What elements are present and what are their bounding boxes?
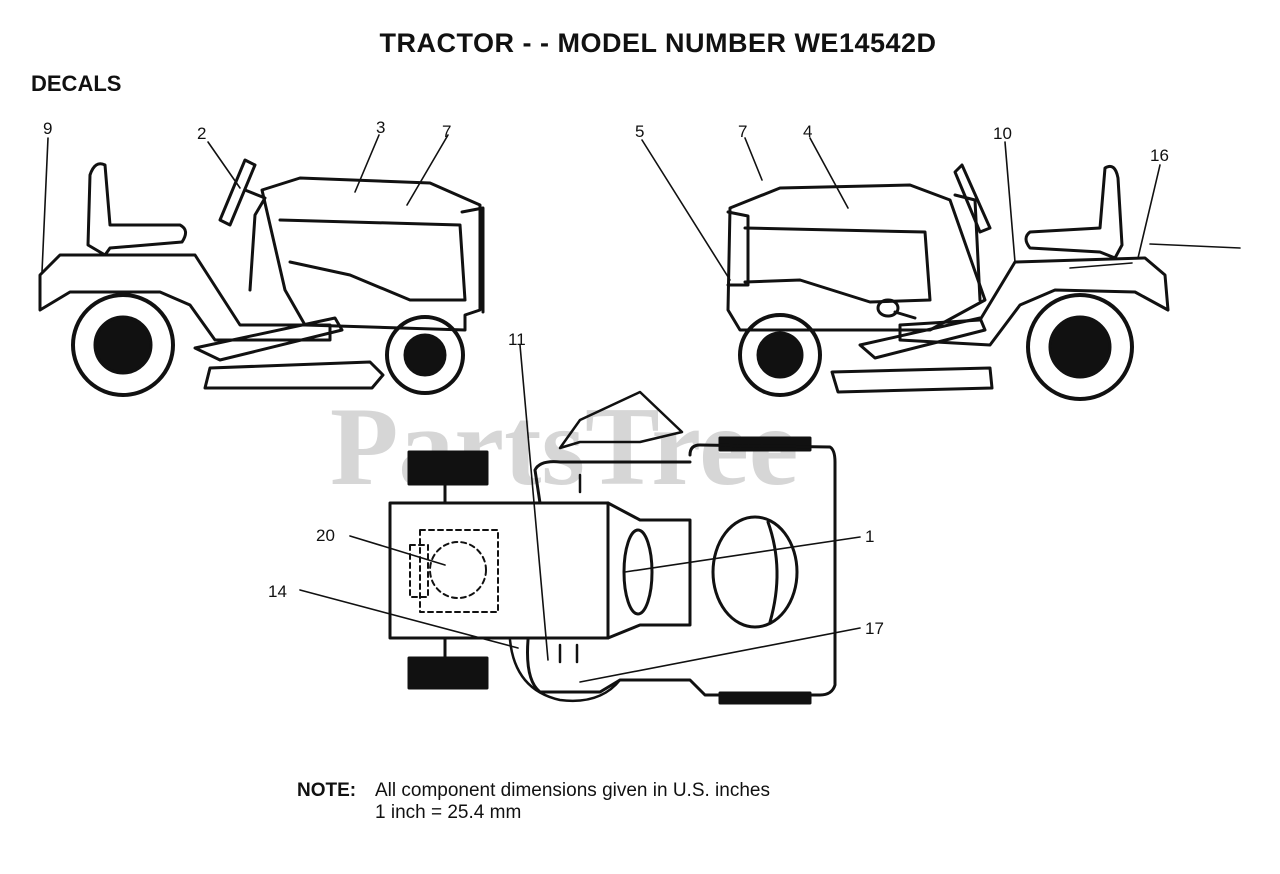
right-deck — [830, 366, 994, 394]
left-front-wheel — [385, 315, 465, 395]
left-steering-column — [243, 188, 267, 292]
tractor-top-view — [388, 390, 837, 705]
right-lever — [876, 298, 900, 318]
top-dash — [606, 501, 692, 640]
right-hood-panel — [743, 226, 932, 304]
tractor-left-view — [38, 158, 485, 397]
left-hood — [260, 176, 482, 332]
left-footrest — [193, 316, 344, 362]
left-steering-wheel — [218, 158, 257, 227]
callout-14: 14 — [268, 582, 287, 601]
callout-4: 4 — [803, 122, 812, 141]
left-body — [38, 253, 332, 342]
right-front-bumper — [726, 210, 750, 287]
callout-17: 17 — [865, 619, 884, 638]
top-steering — [622, 528, 654, 616]
leader-lines — [41, 134, 1241, 683]
callout-1: 1 — [865, 527, 874, 546]
top-rear-tire-upper — [718, 436, 812, 452]
callout-16: 16 — [1150, 146, 1169, 165]
callout-7-left: 7 — [442, 122, 451, 141]
note-label: NOTE: — [297, 780, 357, 801]
note-line-1: All component dimensions given in U.S. i… — [375, 780, 770, 801]
top-steering-wheel-overlay — [558, 390, 684, 450]
left-seat — [86, 162, 187, 257]
right-steering-wheel — [953, 163, 992, 234]
right-seat — [1024, 164, 1124, 260]
top-rear-tire-lower — [718, 691, 812, 705]
callout-10: 10 — [993, 124, 1012, 143]
tractor-right-view — [726, 163, 1170, 401]
left-hood-panel — [278, 218, 467, 302]
callout-7-right: 7 — [738, 122, 747, 141]
right-hood — [726, 183, 987, 332]
callout-11: 11 — [508, 330, 526, 349]
top-seat — [711, 515, 799, 629]
left-rear-wheel — [71, 293, 175, 397]
dimension-note: NOTE: All component dimensions given in U… — [297, 780, 770, 824]
callout-2: 2 — [197, 124, 206, 143]
top-fender — [526, 443, 837, 697]
callout-20: 20 — [316, 526, 335, 545]
top-front-wheel-lower — [407, 656, 489, 690]
callout-9: 9 — [43, 119, 52, 138]
right-footrest — [858, 316, 987, 360]
left-front-bumper — [460, 206, 485, 314]
top-battery-outline — [419, 529, 499, 613]
top-air-cleaner — [429, 541, 487, 599]
right-body — [898, 256, 1170, 347]
top-front-wheel-upper — [407, 450, 489, 486]
callout-5: 5 — [635, 122, 644, 141]
section-heading: DECALS — [31, 71, 122, 96]
left-deck — [203, 360, 385, 390]
right-rear-wheel — [1026, 293, 1134, 401]
right-front-wheel — [738, 313, 822, 397]
page-title: TRACTOR - - MODEL NUMBER WE14542D — [379, 28, 937, 58]
right-steering-column — [953, 193, 982, 302]
callout-3: 3 — [376, 118, 385, 137]
note-line-2: 1 inch = 25.4 mm — [375, 802, 522, 823]
